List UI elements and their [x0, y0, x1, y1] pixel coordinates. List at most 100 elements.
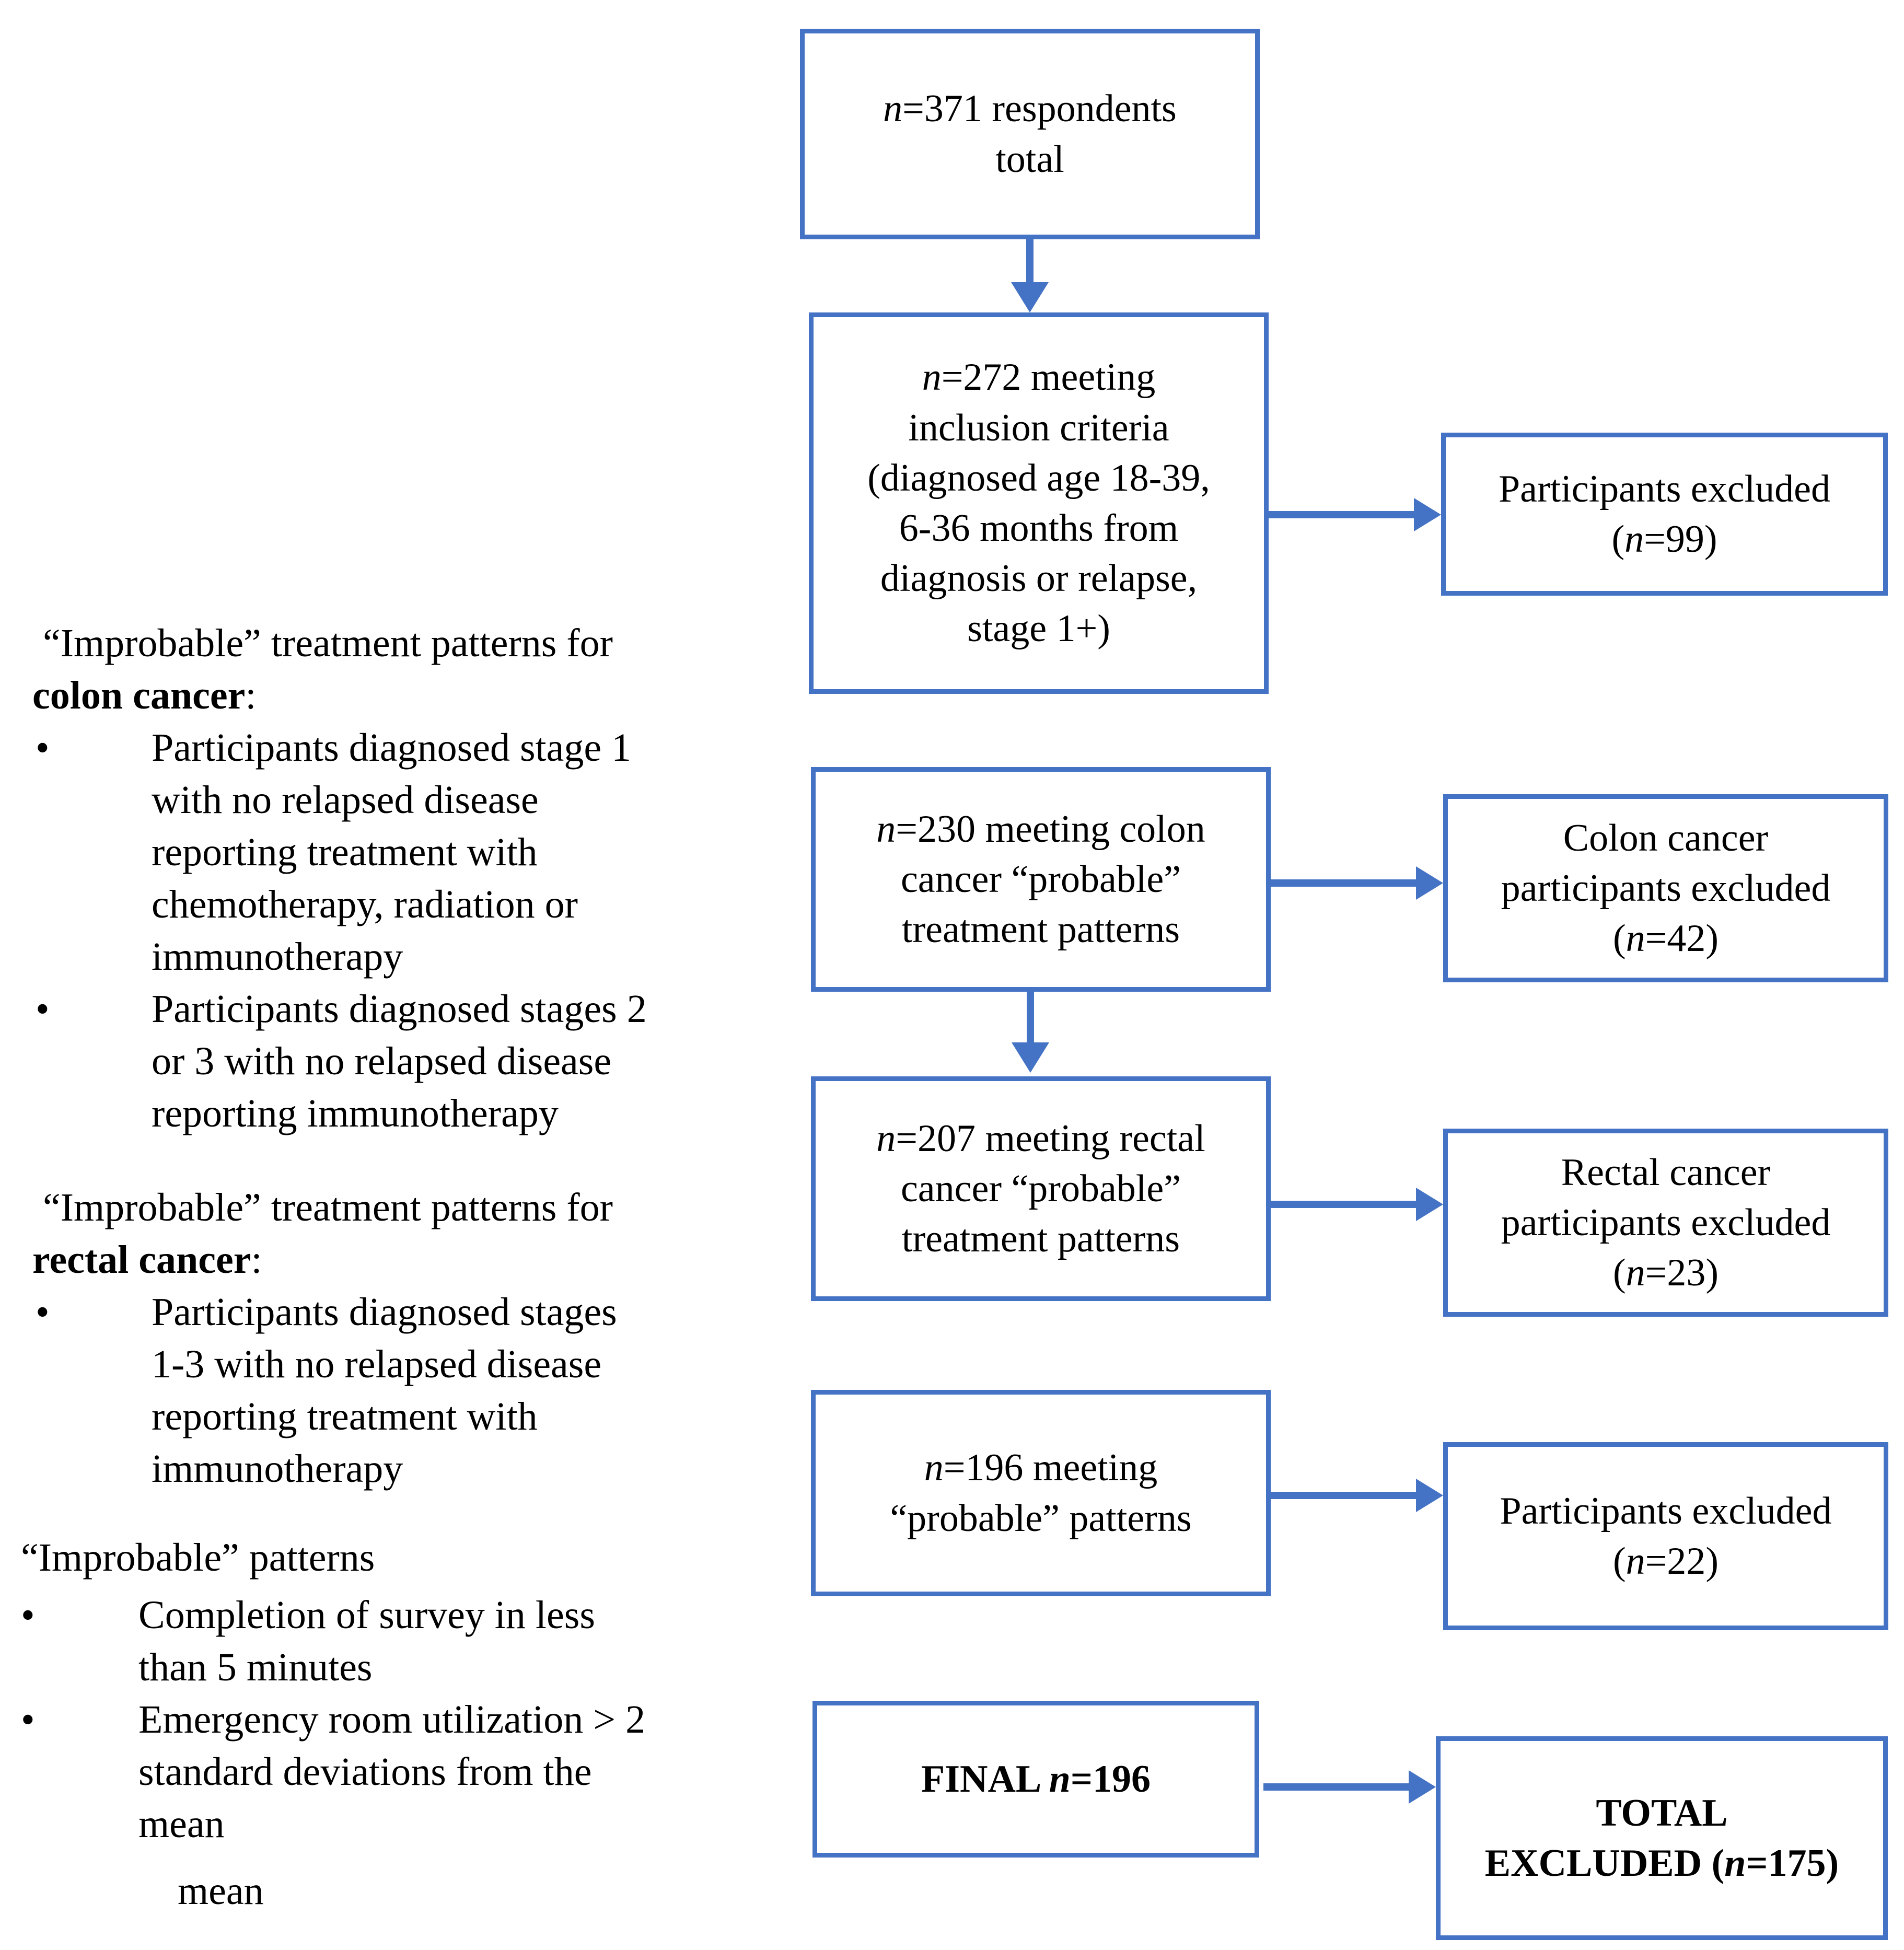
rectal-improbable-heading-line1: “Improbable” treatment patterns for: [43, 1186, 613, 1229]
colon-bullet1-line1: Participants diagnosed stage 1: [152, 726, 632, 770]
n-italic: n: [883, 87, 903, 131]
node-line: participants excluded: [1501, 866, 1831, 910]
node-line: (n=22): [1462, 1536, 1869, 1586]
trailing-mean-line: mean: [178, 1869, 264, 1913]
flow-node-probable-patterns: n=196 meeting “probable” patterns: [811, 1390, 1271, 1596]
node-line: (n=99): [1460, 514, 1868, 564]
n-italic: n: [876, 1117, 896, 1160]
node-line-text: =196 meeting: [943, 1446, 1158, 1490]
node-line: FINAL n=196: [832, 1754, 1240, 1804]
excluded-label: EXCLUDED (: [1484, 1842, 1725, 1885]
final-label: FINAL: [921, 1757, 1049, 1801]
rectal-cancer-label: rectal cancer: [32, 1238, 251, 1282]
node-line: Participants excluded: [1499, 467, 1830, 510]
node-line: cancer “probable”: [900, 1167, 1181, 1210]
paren-open: (: [1612, 1540, 1626, 1583]
node-line: TOTAL: [1596, 1791, 1728, 1835]
rectal-bullet1-line3: reporting treatment with: [152, 1395, 538, 1438]
node-line: n=230 meeting colon: [830, 804, 1251, 854]
flow-node-colon-probable: n=230 meeting colon cancer “probable” tr…: [811, 767, 1271, 992]
node-line: (diagnosed age 18-39,: [867, 456, 1210, 500]
node-line-text: =207 meeting rectal: [896, 1117, 1205, 1160]
bullet-icon: •: [21, 1698, 35, 1742]
rectal-cancer-colon: :: [251, 1238, 262, 1282]
colon-bullet2-line1: Participants diagnosed stages 2: [152, 987, 647, 1031]
flow-node-inclusion-criteria: n=272 meeting inclusion criteria (diagno…: [809, 312, 1269, 694]
colon-improbable-heading-line1: “Improbable” treatment patterns for: [43, 621, 613, 665]
colon-bullet2-line3: reporting immunotherapy: [152, 1092, 559, 1135]
flow-node-total-respondents: n=371 respondents total: [800, 29, 1260, 239]
node-line-text: =272 meeting: [941, 356, 1156, 399]
n-italic: n: [876, 807, 896, 851]
flow-node-excluded-22: Participants excluded (n=22): [1443, 1442, 1888, 1630]
node-line: treatment patterns: [901, 1217, 1180, 1261]
bullet-icon: •: [21, 1593, 35, 1637]
node-line: “probable” patterns: [890, 1496, 1192, 1540]
flow-node-total-excluded: TOTAL EXCLUDED (n=175): [1436, 1736, 1888, 1940]
patterns-bullet2-line2: standard deviations from the: [138, 1750, 592, 1794]
node-line-text: =196: [1070, 1757, 1151, 1801]
n-italic: n: [1626, 917, 1645, 960]
node-line: stage 1+): [967, 607, 1110, 651]
bullet-icon: •: [36, 1290, 50, 1334]
bullet-icon: •: [36, 987, 50, 1031]
node-line-text: =23): [1645, 1251, 1719, 1295]
bullet-icon: •: [36, 726, 50, 770]
n-italic: n: [924, 1446, 944, 1490]
node-line-text: =175): [1746, 1842, 1839, 1885]
n-italic: n: [1724, 1842, 1746, 1885]
colon-bullet1-line3: reporting treatment with: [152, 830, 538, 874]
node-line: (n=42): [1462, 913, 1869, 964]
colon-cancer-colon: :: [245, 674, 257, 717]
colon-improbable-heading-line2: colon cancer:: [32, 670, 256, 722]
patterns-bullet1-line2: than 5 minutes: [138, 1645, 373, 1689]
node-line: n=196 meeting: [830, 1443, 1251, 1493]
node-line: Rectal cancer: [1561, 1151, 1771, 1194]
node-line: total: [995, 137, 1064, 181]
rectal-bullet1-line1: Participants diagnosed stages: [152, 1290, 617, 1334]
flow-node-rectal-probable: n=207 meeting rectal cancer “probable” t…: [811, 1076, 1271, 1301]
node-line: n=371 respondents: [819, 84, 1240, 134]
paren-open: (: [1611, 518, 1625, 561]
n-italic: n: [1626, 1251, 1645, 1295]
rectal-bullet1-line2: 1-3 with no relapsed disease: [152, 1342, 602, 1386]
node-line: (n=23): [1462, 1248, 1869, 1298]
n-italic: n: [1049, 1757, 1071, 1801]
node-line: Participants excluded: [1500, 1489, 1832, 1533]
patterns-bullet2-line3: mean: [138, 1802, 225, 1846]
node-line-text: =42): [1645, 917, 1719, 960]
node-line: treatment patterns: [901, 908, 1180, 951]
colon-bullet2-line2: or 3 with no relapsed disease: [152, 1039, 612, 1083]
node-line: n=272 meeting: [828, 352, 1249, 402]
flow-node-excluded-99: Participants excluded (n=99): [1441, 433, 1888, 596]
node-line-text: =371 respondents: [902, 87, 1177, 131]
paren-open: (: [1612, 917, 1626, 960]
n-italic: n: [1624, 518, 1644, 561]
node-line: participants excluded: [1501, 1201, 1831, 1244]
flow-node-excluded-rectal: Rectal cancer participants excluded (n=2…: [1443, 1129, 1888, 1317]
colon-cancer-label: colon cancer: [32, 674, 246, 717]
colon-bullet1-line4: chemotherapy, radiation or: [152, 883, 578, 926]
flow-node-excluded-colon: Colon cancer participants excluded (n=42…: [1443, 794, 1888, 982]
node-line: diagnosis or relapse,: [880, 557, 1198, 600]
node-line: n=207 meeting rectal: [830, 1113, 1251, 1164]
patterns-bullet1-line1: Completion of survey in less: [138, 1593, 595, 1637]
n-italic: n: [1626, 1540, 1645, 1583]
node-line-text: =230 meeting colon: [896, 807, 1205, 851]
colon-bullet1-line2: with no relapsed disease: [152, 778, 539, 822]
improbable-patterns-heading: “Improbable” patterns: [21, 1536, 375, 1580]
colon-bullet1-line5: immunotherapy: [152, 935, 403, 979]
node-line: Colon cancer: [1563, 816, 1769, 860]
node-line-text: =22): [1645, 1540, 1719, 1583]
node-line: EXCLUDED (n=175): [1455, 1838, 1868, 1888]
node-line-text: =99): [1644, 518, 1717, 561]
flow-node-final: FINAL n=196: [812, 1701, 1259, 1858]
node-line: inclusion criteria: [908, 406, 1169, 449]
paren-open: (: [1612, 1251, 1626, 1295]
node-line: 6-36 months from: [899, 507, 1179, 550]
rectal-bullet1-line4: immunotherapy: [152, 1447, 403, 1491]
node-line: cancer “probable”: [900, 857, 1181, 901]
patterns-bullet2-line1: Emergency room utilization > 2: [138, 1698, 646, 1742]
n-italic: n: [922, 356, 942, 399]
